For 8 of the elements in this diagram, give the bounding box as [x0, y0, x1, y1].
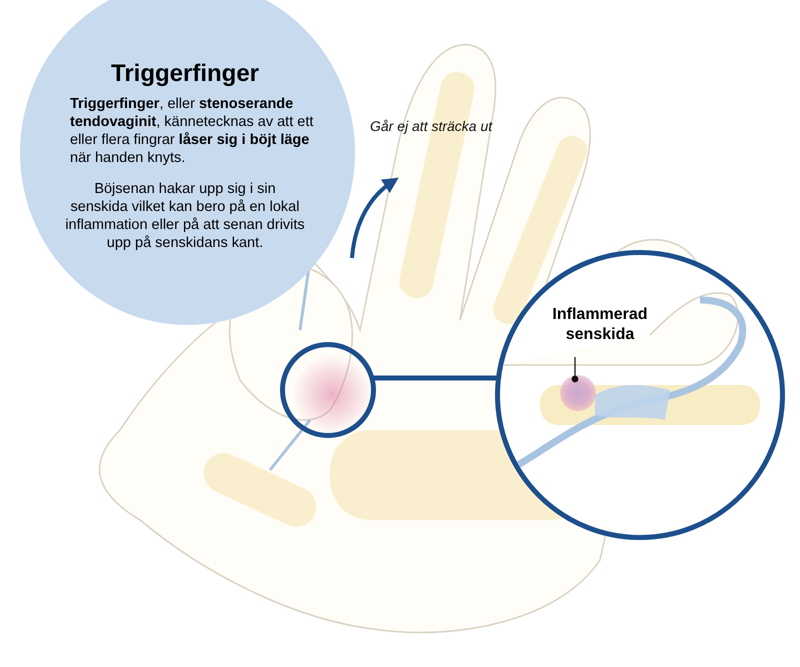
paragraph: Triggerfinger, eller stenoserande tendovaginit, kännetecknas av att ett eller flera fingrar låser sig i böjt läge när handen knyts. [70, 95, 314, 167]
inflamed-sheath-spot [560, 375, 596, 411]
title: Triggerfinger [110, 60, 260, 88]
leader-line [572, 357, 578, 382]
connector-line [372, 376, 498, 380]
callout-label: Inflammerad senskida [520, 305, 680, 355]
annotation: Går ej att sträcka ut [370, 118, 492, 135]
paragraph: Böjsenan hakar upp sig i sin senskida vilket kan bero på en lokal inflammation eller på att senan drivits upp på senskidans kant. [65, 180, 305, 252]
